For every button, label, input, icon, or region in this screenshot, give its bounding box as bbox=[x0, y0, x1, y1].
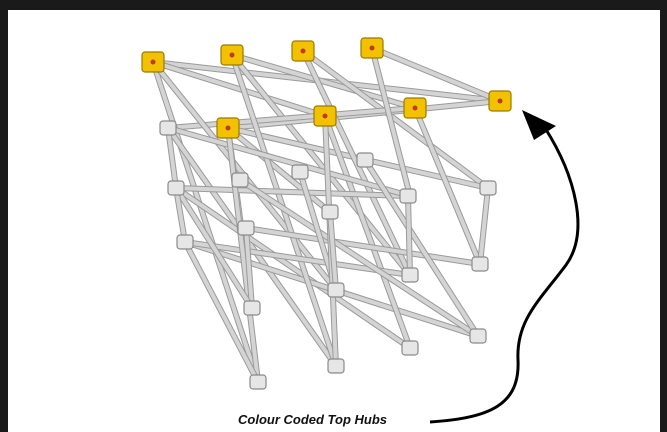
strut bbox=[406, 194, 412, 277]
grey-hub-icon bbox=[327, 358, 345, 374]
strut bbox=[301, 49, 490, 190]
strut bbox=[323, 114, 412, 350]
hub-center-dot bbox=[497, 98, 503, 104]
grey-hub-icon bbox=[356, 152, 374, 168]
grey-hub-icon bbox=[237, 220, 255, 236]
strut bbox=[174, 186, 187, 244]
hub-center-dot bbox=[150, 59, 156, 65]
grey-hub-icon bbox=[479, 180, 497, 196]
hub-center-dot bbox=[412, 105, 418, 111]
top-hubs-label: Colour Coded Top Hubs bbox=[238, 412, 387, 427]
grey-hub-icon bbox=[327, 282, 345, 298]
strut bbox=[238, 178, 480, 338]
grey-hub-icon bbox=[401, 340, 419, 356]
arrow-head bbox=[522, 110, 556, 140]
grey-hub-icon bbox=[249, 374, 267, 390]
strut bbox=[244, 226, 482, 266]
strut bbox=[328, 210, 338, 292]
strut bbox=[183, 240, 260, 384]
grey-hub-icon bbox=[321, 204, 339, 220]
strut bbox=[151, 60, 327, 118]
annotation-arrow bbox=[429, 110, 580, 424]
grey-hub-icon bbox=[231, 172, 249, 188]
left-frame-bar bbox=[0, 0, 8, 432]
grey-hub-icon bbox=[399, 188, 417, 204]
hub-center-dot bbox=[225, 125, 231, 131]
strut bbox=[166, 106, 417, 130]
strut bbox=[151, 60, 260, 384]
top-frame-bar bbox=[0, 0, 667, 10]
right-frame-bar bbox=[660, 0, 667, 432]
strut bbox=[413, 106, 482, 266]
grey-hub-icon bbox=[401, 267, 419, 283]
hub-center-dot bbox=[229, 52, 235, 58]
grey-hub-icon bbox=[243, 300, 261, 316]
hub-center-dot bbox=[300, 48, 306, 54]
strut bbox=[174, 186, 412, 350]
grey-hub-icon bbox=[167, 180, 185, 196]
strut bbox=[166, 126, 178, 190]
strut bbox=[166, 126, 338, 368]
strut bbox=[363, 158, 480, 338]
grey-hub-icon bbox=[159, 120, 177, 136]
strut bbox=[370, 46, 502, 103]
strut bbox=[230, 53, 412, 277]
strut bbox=[174, 186, 410, 198]
grey-hub-icon bbox=[176, 234, 194, 250]
hub-center-dot bbox=[322, 113, 328, 119]
grey-hub-icon bbox=[469, 328, 487, 344]
hubs-layer bbox=[141, 37, 512, 390]
grey-hub-icon bbox=[291, 164, 309, 180]
strut bbox=[174, 186, 254, 310]
arrow-curve bbox=[429, 127, 580, 424]
strut bbox=[166, 126, 412, 198]
struts-layer bbox=[150, 45, 503, 385]
strut bbox=[226, 126, 260, 384]
strut bbox=[226, 126, 332, 214]
grey-hub-icon bbox=[471, 256, 489, 272]
hub-center-dot bbox=[369, 45, 375, 51]
strut bbox=[370, 46, 412, 198]
strut bbox=[244, 226, 254, 310]
strut bbox=[478, 186, 490, 266]
